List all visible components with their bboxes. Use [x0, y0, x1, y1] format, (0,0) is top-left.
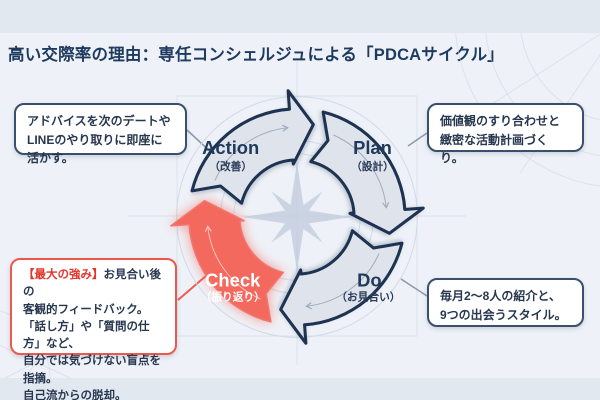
- cycle-segment-do: [279, 229, 404, 345]
- cycle-segment-action: [190, 89, 315, 205]
- cycle-label-plan: Plan: [353, 137, 392, 158]
- connector-plan: [407, 132, 428, 147]
- callout-check-highlight: 【最大の強み】: [23, 269, 104, 281]
- slide-content: 高い交際率の理由：専任コンシェルジュによる「PDCAサイクル」: [0, 33, 600, 400]
- cycle-label-action: Action: [202, 137, 259, 158]
- callout-check: 【最大の強み】お見合い後の 客観的フィードバック。 「話し方」や「質問の仕方」な…: [10, 258, 177, 400]
- top-margin-band: [0, 0, 600, 33]
- cycle-label-check: Check: [205, 269, 261, 290]
- cycle-segment-plan: [309, 110, 425, 235]
- callout-do: 毎月2〜8人の紹介と、 9つの出会うスタイル。: [427, 278, 584, 327]
- callout-action: アドバイスを次のデートや LINEのやり取りに即座に活かす。: [14, 103, 187, 165]
- cycle-sublabel-check: （振り返り）: [201, 291, 265, 304]
- bottom-margin-band: [0, 378, 600, 400]
- cycle-label-do: Do: [357, 269, 381, 290]
- page-title: 高い交際率の理由：専任コンシェルジュによる「PDCAサイクル」: [8, 46, 504, 64]
- cycle-sublabel-action: （改善）: [209, 160, 252, 173]
- callout-plan: 価値観のすり合わせと 緻密な活動計画づくり。: [427, 103, 584, 165]
- connector-do: [400, 278, 428, 297]
- cycle-sublabel-plan: （設計）: [351, 160, 394, 173]
- connector-check: [177, 274, 208, 301]
- cycle-sublabel-do: （お見合い）: [336, 291, 400, 304]
- callout-check-body: お見合い後の 客観的フィードバック。 「話し方」や「質問の仕方」など、 自分では…: [23, 269, 161, 400]
- cycle-segment-check: [170, 199, 284, 323]
- pdca-cycle-diagram: Action （改善） Plan （設計） Do （お見合い） Check （振…: [170, 89, 425, 345]
